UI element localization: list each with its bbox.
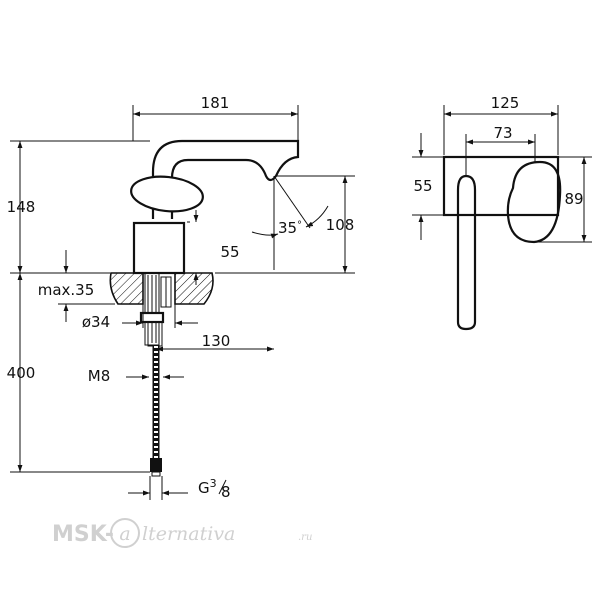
braided-hose [150,346,162,477]
base-cylinder [132,221,186,275]
connection-prefix: G [198,479,210,497]
dim-spout-angle: 35° [251,175,329,270]
dim-front-handle-width: 73 [465,124,536,176]
dim-label-89: 89 [564,190,583,208]
dim-body-height: 55 [187,210,240,285]
dim-label-d34: ø34 [82,313,110,331]
dim-label-400: 400 [7,364,36,382]
dim-hole-diameter: ø34 [82,304,198,331]
dim-front-handle-height: 89 [536,156,592,243]
watermark-circle [110,518,140,548]
side-view: 181 148 108 35° 55 [7,94,355,501]
dim-label-73: 73 [493,124,512,142]
connection-numerator: 3 [210,477,217,490]
hose-connector [150,458,162,472]
watermark-prefix: MSK- [52,522,114,547]
watermark-letter: a [119,523,130,545]
front-body [442,155,560,217]
dim-label-148: 148 [7,198,36,216]
dim-label-55-front: 55 [413,177,432,195]
dim-label-35: 35 [278,219,297,237]
degree-sign: ° [297,220,302,231]
dim-label-130: 130 [202,332,231,350]
connection-denominator: 8 [221,483,231,501]
dim-spout-length: 181 [132,94,299,141]
front-view: 125 73 55 89 [412,94,592,331]
svg-text:35°: 35° [278,219,302,237]
watermark-suffix: lternativa [142,523,235,545]
dim-label-108: 108 [326,216,355,234]
dim-label-125: 125 [491,94,520,112]
dim-total-height: 148 [7,140,150,274]
dim-projection: 130 [156,332,274,352]
front-spout [456,174,477,331]
countertop-section [109,272,214,305]
dim-deck-thickness: max.35 [38,250,115,322]
svg-text:G3: G3 [198,477,217,497]
mounting-shank [139,272,172,347]
fixing-nut [139,311,165,324]
lever-oval [130,175,204,213]
watermark-domain: .ru [298,532,312,543]
dim-stud-thread: M8 [88,367,184,385]
faucet-body [130,139,300,275]
dim-connection: G3 8 [128,476,231,501]
dim-label-55: 55 [220,243,239,261]
dim-label-max35: max.35 [38,281,95,299]
dim-label-m8: M8 [88,367,111,385]
dim-front-width: 125 [443,94,559,155]
dim-front-body-height: 55 [412,133,444,240]
dim-spout-outlet-height: 108 [215,175,355,274]
front-handle [506,160,562,244]
dim-hose-length: 400 [7,273,150,473]
watermark: MSK- a lternativa .ru [52,518,312,548]
dim-label-181: 181 [201,94,230,112]
